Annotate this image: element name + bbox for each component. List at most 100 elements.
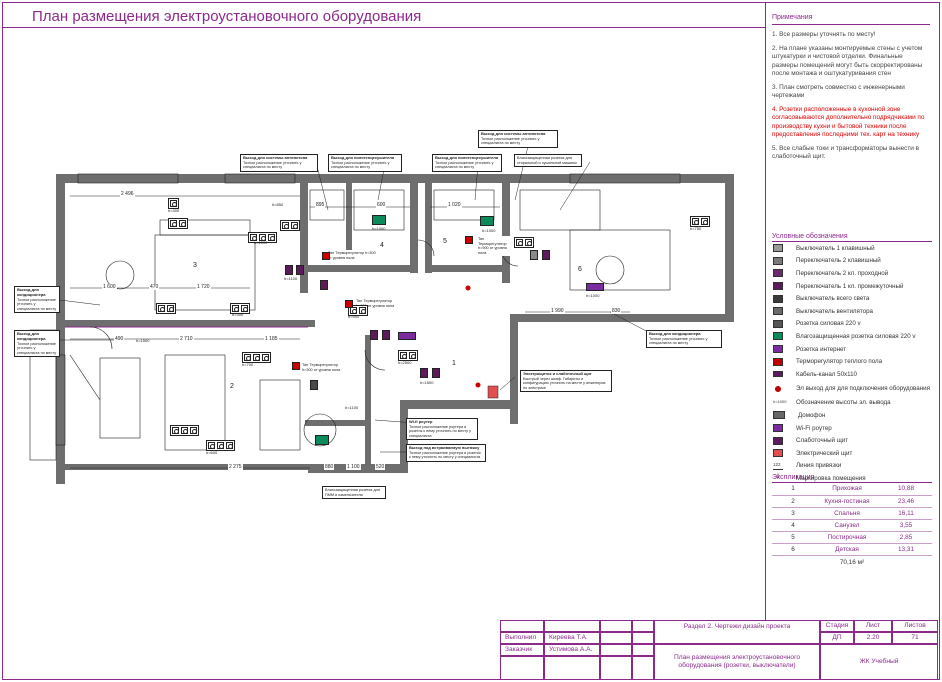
- dim-2275: 2 275: [228, 464, 243, 470]
- power-outlet-point-icon: [773, 385, 783, 393]
- switch-kids-2: [542, 250, 550, 260]
- room-name: Кухня-гостиная: [814, 495, 880, 508]
- room-num: 2: [772, 495, 814, 508]
- switch-bedroom-1: [285, 265, 293, 275]
- tb-blank-2: [544, 620, 600, 632]
- switch-hall-2: [432, 368, 440, 378]
- legend-item: Влагозащищенная розетка силовая 220 v: [772, 330, 932, 343]
- dim-490: 490: [114, 336, 125, 342]
- tag-kitchen-wet-socket: Влагозащищенная розетка для ПММ и измель…: [322, 486, 386, 500]
- room-name: Детская: [814, 543, 880, 556]
- dim-1020: 1 020: [447, 202, 462, 208]
- title-rule: [2, 27, 765, 28]
- tag-thermo-3: Тип Терморегулятор h=300 от уровня пола: [300, 362, 348, 374]
- height-1: h=300: [168, 208, 180, 213]
- switch-bedroom-2: [296, 265, 304, 275]
- title-block: Выполнил Киреева Т.А. Заказчик Устимова …: [500, 620, 940, 680]
- height-9: h=1000: [372, 226, 386, 231]
- legend-item: Слаботочный щит: [772, 434, 932, 447]
- note-item: 1. Все размеры уточнять по месту!: [772, 30, 876, 38]
- tb-client-label: Заказчик: [500, 644, 544, 656]
- room-num: 6: [772, 543, 814, 556]
- dim-1600: 1 600: [102, 284, 117, 290]
- legend-item: Домофон: [772, 409, 932, 422]
- legend-item: Переключатель 1 кл. промежуточный: [772, 280, 932, 293]
- legend-item: Выключатель всего света: [772, 292, 932, 305]
- tag-thermo-4: Тип Терморегулятор h=900 от уровня пола: [476, 236, 516, 257]
- legend-item: Терморегулятор теплого пола: [772, 355, 932, 368]
- note-item: 2. На плане указаны монтируемые стены с …: [772, 45, 923, 77]
- room-area: 10,88: [880, 483, 932, 496]
- tag-thermo-1: Тип Терморегулятор h=300 от уровня пола: [326, 250, 378, 262]
- room-marker-icon: 1: [776, 474, 780, 481]
- room-num: 5: [772, 531, 814, 544]
- switch-hall-master: [310, 380, 318, 390]
- kids-rug: [595, 255, 625, 285]
- legend-item: Выключатель 1 клавишный: [772, 242, 932, 255]
- legend-label: Обозначение высоты эл. вывода: [796, 399, 891, 407]
- legend-label: Розетка интернет: [796, 345, 847, 353]
- legend-heading: Условные обозначения: [772, 233, 932, 242]
- door-leaf-balcony: [69, 354, 101, 401]
- socket-kids-1: [514, 237, 534, 248]
- explication-heading: Экспликация: [772, 474, 932, 483]
- kids-desk-outline: [519, 189, 601, 231]
- switch-kids-1: [530, 250, 538, 260]
- legend-item: Розетка силовая 220 v: [772, 318, 932, 331]
- dim-520: 520: [375, 464, 386, 470]
- dim-830: 830: [611, 308, 622, 314]
- socket-bedroom-bed-left: [248, 232, 277, 243]
- height-7: h=600: [206, 450, 218, 455]
- door-arc-2: [364, 349, 386, 371]
- sofa-outline: [99, 357, 141, 439]
- wall-laundry-west: [425, 183, 432, 273]
- height-13: h=750: [690, 226, 702, 231]
- tb-performer: Киреева Т.А.: [544, 632, 600, 644]
- tb-sheet-label: Лист: [854, 620, 892, 632]
- socket-bed-right: [280, 220, 300, 231]
- socket-bedroom-1: [168, 198, 179, 209]
- bed-armchair: [105, 260, 135, 290]
- thermostat-2: [345, 300, 353, 308]
- note-item: 5. Все слабые токи и трансформаторы выне…: [772, 145, 920, 161]
- tb-blank-1: [500, 620, 544, 632]
- room-area: 3,55: [880, 519, 932, 532]
- socket-living-1: [242, 352, 271, 363]
- height-11: h=1000: [482, 228, 496, 233]
- shower-outline: [353, 189, 405, 231]
- dim-470: 470: [149, 284, 160, 290]
- wet-socket-laundry: [480, 216, 494, 226]
- dim-880: 880: [324, 464, 335, 470]
- wall-bed-south: [65, 320, 315, 327]
- room-label-1: 1: [452, 360, 456, 367]
- page-title: План размещения электроустановочного обо…: [32, 8, 422, 25]
- washer-outline: [433, 189, 495, 221]
- legend-item: Выключатель вентилятора: [772, 305, 932, 318]
- tag-thermo-2: Тип Терморегулятор h=900 от уровня пола: [354, 298, 400, 310]
- room-num: 3: [772, 507, 814, 520]
- legend-item: Электрический щит: [772, 447, 932, 460]
- switch-2-icon: [773, 256, 783, 265]
- height-3: h=1100: [284, 276, 298, 281]
- master-switch-icon: [773, 294, 783, 303]
- socket-bedroom-3: [230, 303, 250, 314]
- window-kids: [569, 173, 681, 184]
- legend-label: Кабель-канал 50х110: [796, 370, 857, 378]
- intermediate-switch-icon: [773, 282, 783, 291]
- legend-label: Влагозащищенная розетка силовая 220 v: [796, 332, 916, 340]
- room-label-6: 6: [578, 266, 582, 273]
- wifi-router-icon: [773, 424, 783, 433]
- tb-blank-9: [500, 656, 544, 680]
- room-name: Постирочная: [814, 531, 880, 544]
- legend-label: Выключатель вентилятора: [796, 307, 873, 315]
- wall-bath-east: [410, 183, 418, 273]
- power-point-hall: [475, 382, 481, 388]
- room-area: 2,85: [880, 531, 932, 544]
